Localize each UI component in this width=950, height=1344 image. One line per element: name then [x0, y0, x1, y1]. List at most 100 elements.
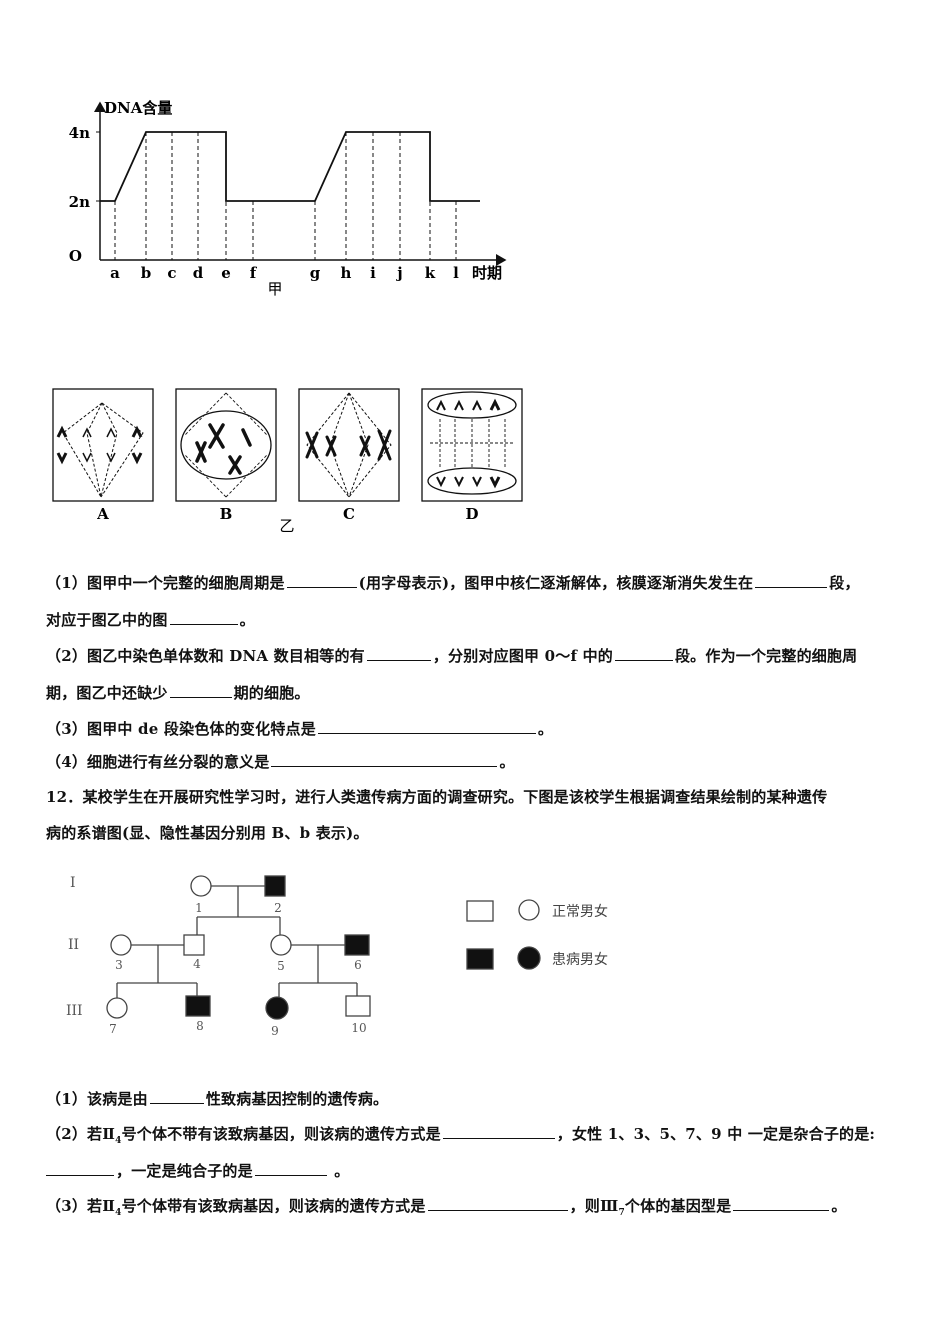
- figure-caption: 乙: [279, 517, 294, 535]
- x-tick-i: i: [370, 264, 376, 282]
- q11-p2-text: （2）图乙中染色单体数和 DNA 数目相等的有: [46, 647, 365, 665]
- q11-part1-line2: 对应于图乙中的图。: [46, 609, 255, 630]
- cell-label-a: A: [96, 505, 109, 523]
- number-6: 6: [354, 958, 362, 972]
- answer-blank[interactable]: [733, 1196, 830, 1211]
- pedigree-chart: I II III 1 2 3 4: [66, 875, 608, 1038]
- answer-blank[interactable]: [755, 573, 828, 588]
- individual-3: [110, 934, 132, 956]
- subscript: 7: [618, 1208, 625, 1218]
- x-tick-j: j: [395, 264, 402, 282]
- q12-p2-text: （2）若Ⅱ: [46, 1125, 116, 1143]
- answer-blank[interactable]: [286, 573, 357, 588]
- x-tick-f: f: [250, 264, 258, 282]
- answer-blank[interactable]: [254, 1161, 327, 1176]
- answer-blank[interactable]: [149, 1089, 204, 1104]
- individual-7: [106, 997, 128, 1019]
- individual-6: [344, 934, 370, 956]
- number-10: 10: [351, 1021, 366, 1035]
- answer-blank[interactable]: [427, 1196, 568, 1211]
- y-tick-4n: 4n: [69, 124, 90, 142]
- cell-b: [175, 388, 277, 502]
- individual-4: [183, 934, 205, 956]
- answer-blank[interactable]: [614, 646, 673, 661]
- q12-part2-line1: （2）若Ⅱ4号个体不带有该致病基因，则该病的遗传方式是，女性 1、3、5、7、9…: [46, 1123, 875, 1146]
- answer-blank[interactable]: [442, 1124, 555, 1139]
- generation-label-i: I: [70, 875, 76, 891]
- number-3: 3: [115, 958, 123, 972]
- q12-stem-line2: 病的系谱图(显、隐性基因分别用 B、b 表示)。: [46, 824, 369, 842]
- q11-p2-text-end: 段。作为一个完整的细胞周: [674, 647, 858, 665]
- generation-label-ii: II: [68, 937, 79, 953]
- number-9: 9: [271, 1024, 279, 1038]
- q11-p2-line2-text: 期，图乙中还缺少: [46, 684, 168, 702]
- individual-1: [190, 875, 212, 897]
- q11-p2-line2-end: 期的细胞。: [233, 684, 310, 702]
- answer-blank[interactable]: [46, 1161, 114, 1176]
- cell-d: [421, 388, 523, 502]
- x-tick-h: h: [341, 264, 352, 282]
- cell-a: [52, 388, 154, 502]
- x-tick-c: c: [167, 264, 176, 282]
- generation-label-iii: III: [66, 1003, 83, 1019]
- period-dividers: [114, 132, 457, 260]
- x-tick-a: a: [110, 264, 120, 282]
- graph-caption: 甲: [267, 280, 282, 298]
- q12-p2-text-mid2: ，女性 1、3、5、7、9 中 一定是杂合子的是:: [556, 1125, 876, 1143]
- q11-p1-text-mid: (用字母表示)，图甲中核仁逐渐解体，核膜逐渐消失发生在: [358, 574, 754, 592]
- y-axis-label: DNA含量: [104, 99, 172, 117]
- q12-p3-text-mid2: ，则Ⅲ: [569, 1197, 619, 1215]
- individual-5: [270, 934, 292, 956]
- q11-part3: （3）图甲中 de 段染色体的变化特点是 。: [46, 718, 553, 739]
- number-4: 4: [193, 957, 201, 971]
- q11-part2-line1: （2）图乙中染色单体数和 DNA 数目相等的有 ，分别对应图甲 0～f 中的 段。作…: [46, 645, 857, 666]
- cell-label-b: B: [220, 505, 233, 523]
- number-8: 8: [196, 1019, 204, 1033]
- individual-2: [264, 875, 286, 897]
- q12-p3-text-mid3: 个体的基因型是: [624, 1197, 732, 1215]
- individual-10: [345, 995, 371, 1017]
- answer-blank[interactable]: [169, 683, 232, 698]
- x-tick-k: k: [425, 264, 436, 282]
- dna-curve: [100, 131, 480, 202]
- x-tick-g: g: [310, 264, 321, 282]
- q12-p2-line2-text: ，一定是纯合子的是: [116, 1162, 253, 1180]
- dna-content-graph: DNA含量 4n 2n O a b c d e f g h i j k l 时期…: [69, 99, 507, 298]
- q12-p2-line2-end: 。: [328, 1162, 350, 1180]
- answer-blank[interactable]: [169, 610, 238, 625]
- q12-stem-line1: 12．某校学生在开展研究性学习时，进行人类遗传病方面的调查研究。下图是该校学生根…: [46, 788, 828, 806]
- q11-p1-text: （1）图甲中一个完整的细胞周期是: [46, 574, 285, 592]
- number-2: 2: [274, 901, 282, 915]
- q12-part2-line2: ，一定是纯合子的是 。: [46, 1160, 349, 1181]
- q11-part2-line2: 期，图乙中还缺少 期的细胞。: [46, 682, 310, 703]
- q12-p3-end: 。: [831, 1197, 847, 1215]
- q11-part4: （4）细胞进行有丝分裂的意义是 。: [46, 751, 515, 772]
- q12-part1: （1）该病是由 性致病基因控制的遗传病。: [46, 1088, 388, 1109]
- pedigree-legend: [466, 899, 541, 970]
- q11-p4-end: 。: [499, 753, 515, 771]
- q11-p4-text: （4）细胞进行有丝分裂的意义是: [46, 753, 270, 771]
- q11-p1-line2-end: 。: [239, 611, 255, 629]
- x-tick-l: l: [453, 264, 459, 282]
- y-tick-2n: 2n: [69, 193, 90, 211]
- x-axis-label: 时期: [472, 264, 502, 282]
- q11-p3-end: 。: [537, 720, 554, 738]
- q11-p2-text-mid: ，分别对应图甲 0～f 中的: [432, 647, 613, 665]
- number-7: 7: [109, 1022, 117, 1036]
- number-1: 1: [195, 901, 203, 915]
- q12-p1-end: 性致病基因控制的遗传病。: [205, 1090, 389, 1108]
- answer-blank[interactable]: [366, 646, 431, 661]
- legend-affected: 患病男女: [552, 951, 608, 968]
- number-5: 5: [277, 959, 285, 973]
- q12-p2-text-mid: 号个体不带有该致病基因，则该病的遗传方式是: [121, 1125, 441, 1143]
- answer-blank[interactable]: [271, 752, 498, 767]
- q11-p1-text-end: 段，: [829, 574, 860, 592]
- q12-p3-text-mid: 号个体带有该致病基因，则该病的遗传方式是: [121, 1197, 426, 1215]
- cell-label-c: C: [343, 505, 355, 523]
- x-tick-d: d: [193, 264, 204, 282]
- subscript: 4: [115, 1208, 122, 1218]
- cell-c: [298, 388, 400, 502]
- q12-p1-text: （1）该病是由: [46, 1090, 148, 1108]
- answer-blank[interactable]: [317, 719, 536, 734]
- q11-p3-text: （3）图甲中 de 段染色体的变化特点是: [46, 720, 316, 738]
